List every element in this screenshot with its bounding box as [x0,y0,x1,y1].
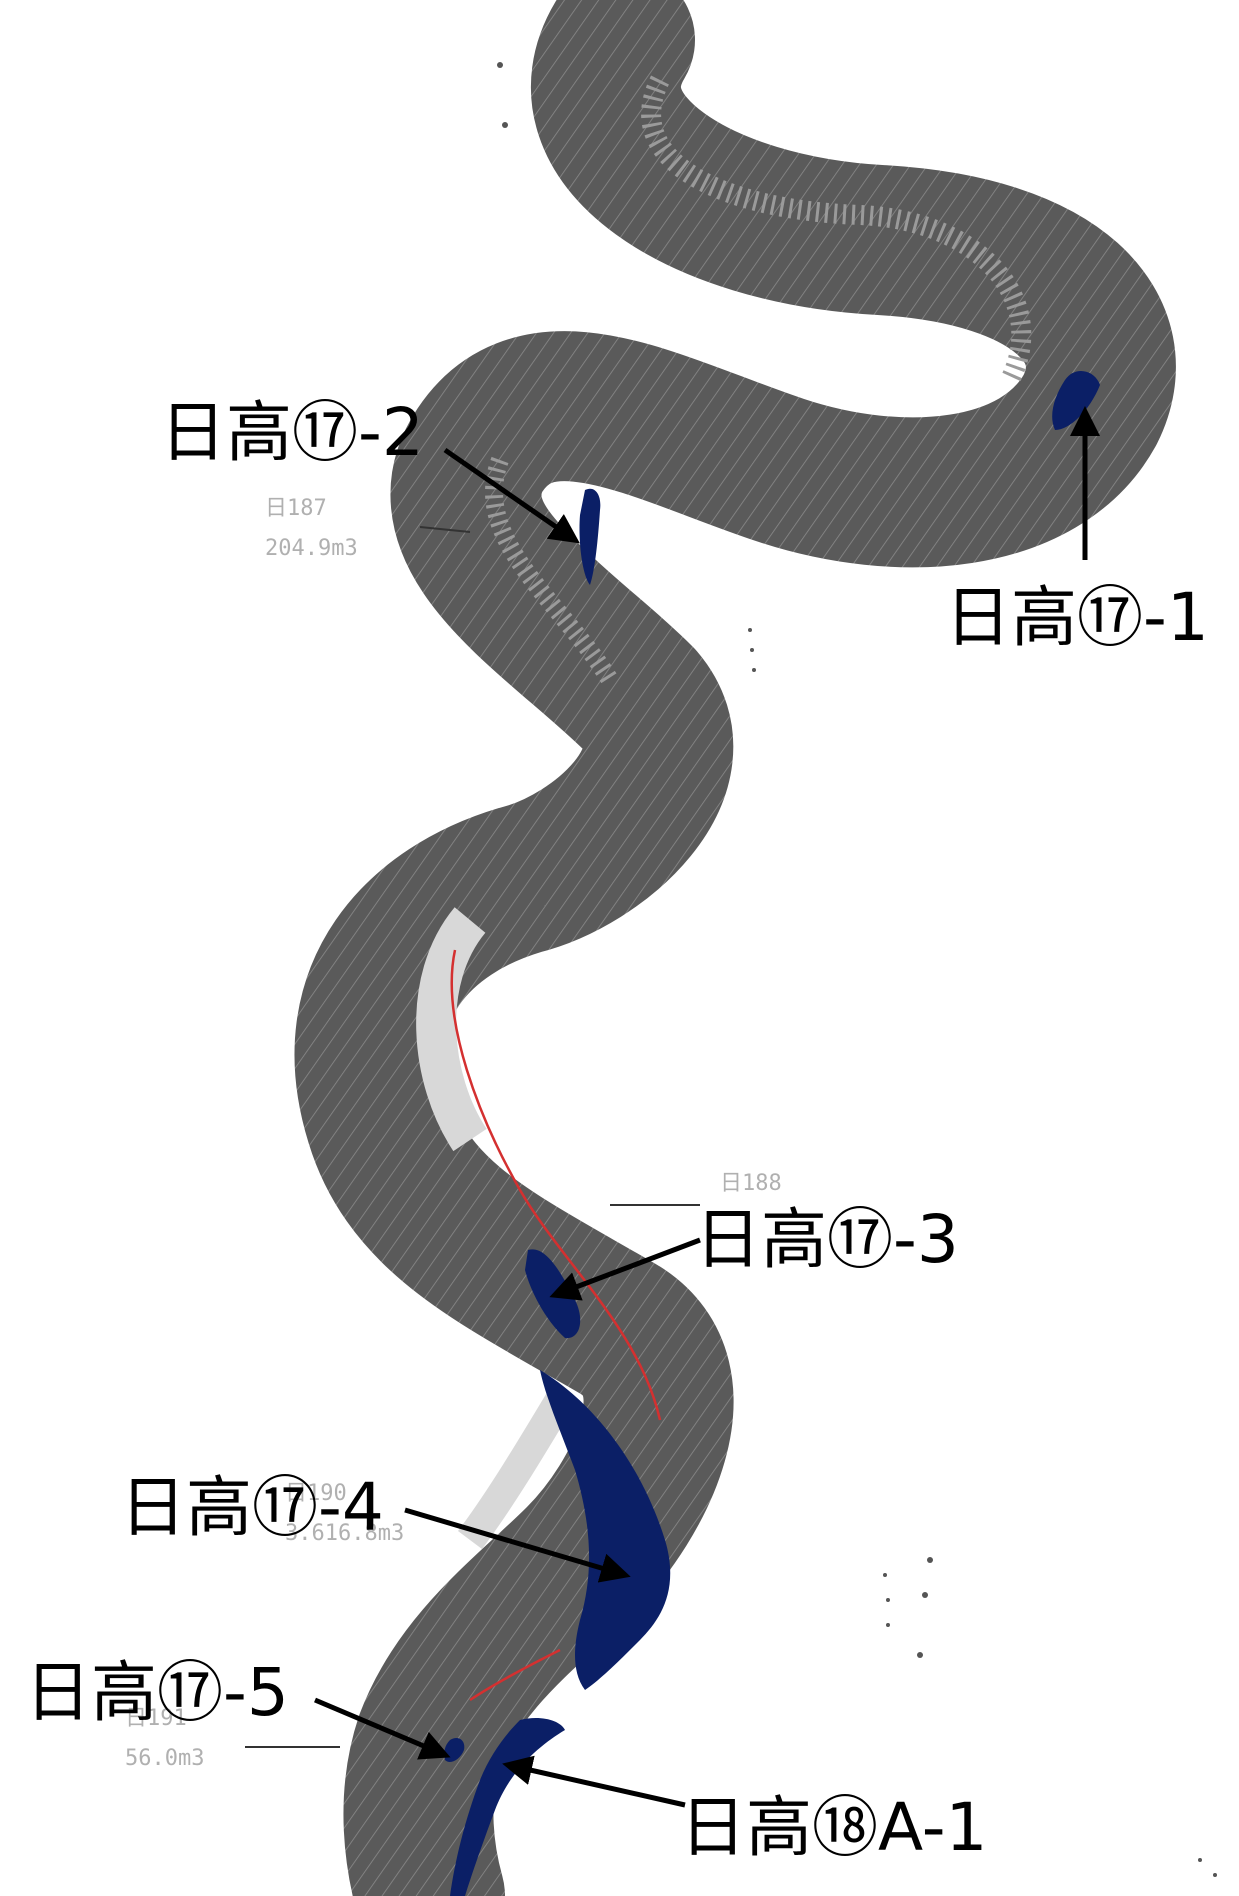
arrow-17-5 [314,1697,451,1760]
river-inner-bar-4 [457,1392,573,1549]
arrow-18a-1 [502,1755,686,1808]
river-inner-bar-3 [416,907,487,1152]
boundary-line-2 [469,1648,561,1702]
faint-label-vol187: 204.9m3 [265,536,358,561]
faint-label-bp188: 日188 [720,1171,782,1196]
boundary-line-1 [450,949,662,1421]
label-17-4: 日高⑰-4 [120,1469,384,1546]
faint-label-bp187: 日187 [265,496,327,521]
arrow-17-2 [443,447,580,544]
faint-label-vol191: 56.0m3 [125,1746,204,1771]
base-leader-187 [419,526,471,533]
river-inner-bar-2 [485,456,618,685]
label-18a-1: 日高⑱A-1 [680,1789,988,1866]
excavation-area-18a-1 [450,1718,565,1896]
survey-dots [497,62,1217,1877]
river-channel [294,0,1176,1896]
label-17-1: 日高⑰-1 [945,579,1209,656]
faint-label-bp190: 日190 [285,1481,347,1506]
river-inner-bar [641,75,1032,385]
excavation-area-17-4 [540,1370,671,1690]
label-17-3: 日高⑰-3 [695,1201,959,1278]
label-17-2: 日高⑰-2 [160,394,424,471]
faint-label-vol190: 3.616.8m3 [285,1521,404,1546]
label-17-5: 日高⑰-5 [25,1654,289,1731]
excavation-area-17-1 [1052,370,1100,430]
arrow-17-4 [404,1507,631,1583]
arrow-17-3 [549,1237,701,1301]
excavation-area-17-2 [579,488,601,585]
faint-label-bp191: 日191 [125,1706,187,1731]
